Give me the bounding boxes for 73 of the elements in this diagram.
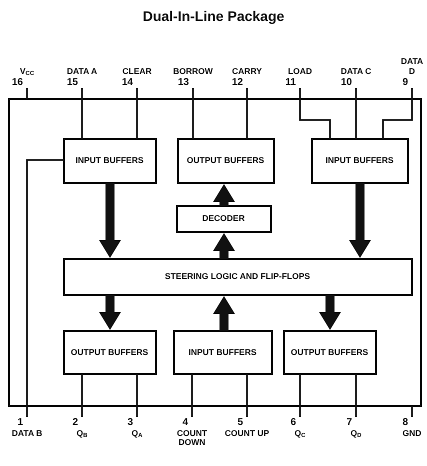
bus-arrow (213, 184, 235, 205)
bus-arrow (349, 184, 371, 258)
pin-line (382, 88, 413, 138)
block-label: INPUT BUFFERS (188, 346, 256, 358)
pin-number: 13 (176, 76, 190, 88)
pin-line (355, 88, 357, 138)
pin-label: COUNT UP (224, 428, 270, 438)
pin-line (191, 375, 193, 417)
pin-number: 2 (71, 417, 79, 428)
diagram-title: Dual-In-Line Package (142, 8, 286, 24)
bus-arrow (99, 296, 121, 330)
pin-line (411, 407, 413, 417)
pin-number: 7 (345, 417, 353, 428)
pin-line (136, 375, 138, 417)
pin-label: GND (402, 428, 422, 438)
pin-label: COUNT DOWN (176, 428, 208, 448)
bus-arrow (99, 184, 121, 258)
block-label: INPUT BUFFERS (76, 155, 144, 166)
pin-label: DATA C (340, 66, 372, 76)
pin-label: Q$_{B}$ (76, 428, 88, 438)
block-label: STEERING LOGIC AND FLIP-FLOPS (164, 271, 310, 282)
pin-number: 5 (236, 417, 244, 428)
pin-label: DATA A (66, 66, 98, 76)
pin-number: 6 (289, 417, 297, 428)
pin-line (81, 88, 83, 138)
pin-number: 15 (66, 76, 79, 88)
pin-number: 1 (16, 417, 24, 428)
buffer-block (172, 330, 272, 374)
pin-line (192, 88, 194, 138)
pin-number: 10 (340, 76, 353, 88)
logic-block (62, 258, 412, 296)
block-label: INPUT BUFFERS (326, 155, 394, 166)
block-label: OUTPUT BUFFERS (186, 155, 264, 166)
pin-line (299, 375, 301, 417)
pin-line (355, 375, 357, 417)
pin-number: 12 (230, 76, 244, 88)
pin-line (26, 88, 28, 98)
pin-label: LOAD (286, 66, 314, 76)
pin-label: CARRY (231, 66, 263, 76)
buffer-block (62, 138, 156, 184)
pin-line (246, 375, 248, 417)
buffer-block (310, 138, 408, 184)
pin-label: Q$_{A}$ (130, 428, 144, 438)
pin-number: 11 (284, 76, 297, 88)
pin-line (81, 375, 83, 417)
pin-number: 4 (181, 417, 189, 428)
pin-line (246, 88, 248, 138)
buffer-block (62, 330, 156, 374)
bus-arrow (213, 233, 235, 258)
pin-label: DATA D (400, 56, 424, 76)
bus-arrow (213, 296, 235, 330)
pin-number: 14 (120, 76, 134, 88)
block-label: OUTPUT BUFFERS (70, 346, 148, 358)
pin-number: 9 (401, 76, 409, 88)
pin-number: 16 (10, 76, 24, 88)
pin-number: 8 (401, 417, 409, 428)
block-label: OUTPUT BUFFERS (290, 346, 368, 358)
chip-package-outline (8, 98, 422, 407)
pin-label: BORROW (172, 66, 214, 76)
pin-line (136, 88, 138, 138)
pin-label: Q$_{D}$ (350, 428, 362, 438)
pin-label: V$_{CC}$ (18, 66, 36, 76)
pin-line (299, 88, 331, 138)
pin-line (26, 159, 63, 417)
buffer-block (176, 138, 274, 184)
pin-number: 3 (126, 417, 134, 428)
pin-label: Q$_{C}$ (294, 428, 306, 438)
block-label: DECODER (202, 213, 245, 224)
bus-arrow (319, 296, 341, 330)
pin-label: CLEAR (121, 66, 153, 76)
decoder-block (176, 204, 272, 232)
pin-label: DATA B (10, 428, 44, 438)
buffer-block (282, 330, 376, 374)
